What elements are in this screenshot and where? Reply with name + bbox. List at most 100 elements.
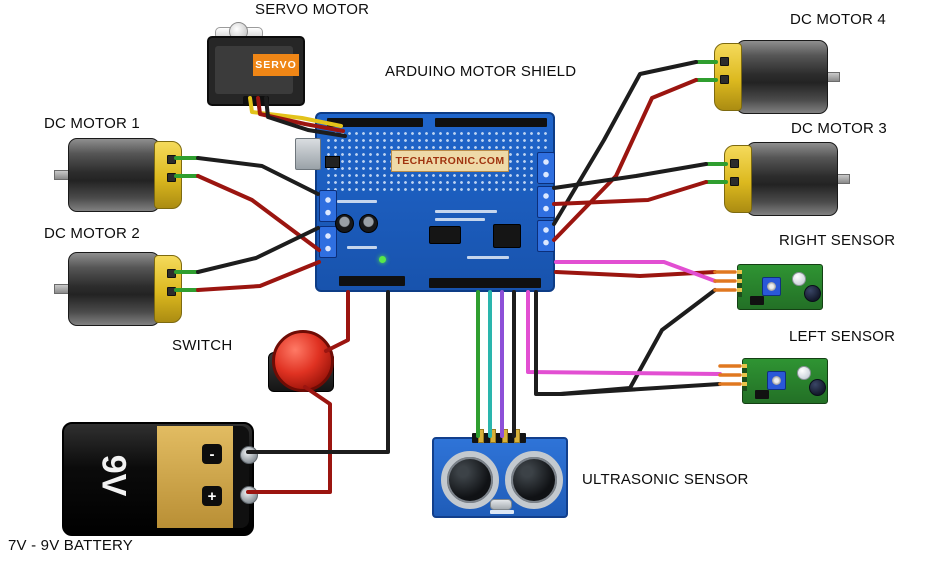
sensor-pins	[737, 270, 742, 297]
servo-motor: SERVO	[205, 20, 305, 106]
dc-motor-4	[714, 40, 840, 114]
wire-right-sensor-signal	[554, 260, 717, 283]
terminal-block-m2	[319, 226, 337, 258]
brand-sticker-text: TECHATRONIC.COM	[395, 155, 505, 167]
usb-connector	[295, 138, 321, 170]
comparator-chip	[755, 390, 769, 399]
silkscreen-text	[337, 200, 377, 203]
wire-m1-red	[196, 174, 321, 252]
silkscreen-text	[467, 256, 509, 259]
ultrasonic-pin	[490, 429, 496, 443]
wire-m3-black	[552, 162, 708, 190]
battery-9v: 9V - +	[62, 422, 258, 536]
motor-terminal	[167, 269, 176, 278]
wire-switch-to-battery	[246, 385, 332, 494]
motor-terminal	[720, 75, 729, 84]
battery-minus-mark: -	[202, 444, 222, 464]
wire-left-sensor-ground	[534, 290, 722, 396]
capacitor	[359, 214, 378, 233]
emitter-led	[797, 366, 811, 380]
wire-m4-red	[552, 78, 698, 242]
ultrasonic-sensor-board	[432, 429, 568, 518]
motor-terminal	[730, 159, 739, 168]
wire-m3-red	[552, 180, 708, 206]
battery-voltage-text: 9V	[94, 454, 133, 497]
dc-motor-1	[54, 138, 182, 212]
terminal-block-aux	[537, 220, 555, 252]
ultrasonic-transducer-right	[505, 451, 563, 509]
battery-positive-terminal	[240, 486, 258, 504]
arduino-motor-shield-board: TECHATRONIC.COM	[295, 112, 555, 292]
wire-shield-to-switch	[324, 290, 350, 353]
motor-terminal	[730, 177, 739, 186]
potentiometer	[767, 371, 786, 390]
label-battery: 7V - 9V BATTERY	[8, 537, 133, 554]
terminal-block-m4	[537, 186, 555, 218]
label-left-sensor: LEFT SENSOR	[789, 328, 896, 345]
label-arduino-shield: ARDUINO MOTOR SHIELD	[385, 63, 577, 80]
power-terminal	[339, 276, 405, 286]
wire-right-sensor-red	[554, 270, 717, 278]
motor-body	[736, 40, 828, 114]
ultrasonic-pin	[502, 429, 508, 443]
ultrasonic-pin-header	[472, 433, 526, 443]
right-ir-sensor-board	[737, 264, 823, 310]
reset-button	[325, 156, 340, 168]
capacitor	[335, 214, 354, 233]
ir-receiver-led	[809, 379, 826, 396]
wire-m2-red	[196, 260, 321, 292]
motor-terminal	[167, 173, 176, 182]
silkscreen-text	[347, 246, 377, 249]
motor-terminal	[167, 287, 176, 296]
dc-motor-2	[54, 252, 182, 326]
battery-gold-band	[157, 426, 233, 528]
ultrasonic-pin	[514, 429, 520, 443]
brand-sticker: TECHATRONIC.COM	[391, 150, 509, 172]
motor-body	[746, 142, 838, 216]
silkscreen-text	[435, 218, 485, 221]
label-dc-motor-2: DC MOTOR 2	[44, 225, 140, 242]
ultrasonic-crystal	[490, 499, 512, 510]
label-dc-motor-1: DC MOTOR 1	[44, 115, 140, 132]
comparator-chip	[750, 296, 764, 305]
emitter-led	[792, 272, 806, 286]
pin-header-bottom	[429, 278, 541, 288]
battery-end-cap	[233, 426, 249, 528]
servo-brand-band: SERVO	[253, 54, 299, 76]
wire-left-sensor-signal	[526, 290, 722, 376]
motor-terminal	[720, 57, 729, 66]
dc-motor-3	[724, 142, 850, 216]
sensor-pins	[742, 364, 747, 391]
label-servo-motor: SERVO MOTOR	[255, 1, 370, 18]
wire-right-sensor-ground	[558, 288, 717, 396]
battery-negative-terminal	[240, 446, 258, 464]
driver-ic	[429, 226, 461, 244]
left-ir-sensor-board	[742, 358, 828, 404]
motor-body	[68, 252, 160, 326]
switch-button-cap	[272, 330, 334, 392]
power-led	[379, 256, 386, 263]
potentiometer	[762, 277, 781, 296]
servo-wire-connector	[243, 96, 269, 105]
wire-m4-black	[552, 60, 698, 226]
label-dc-motor-4: DC MOTOR 4	[790, 11, 886, 28]
battery-plus-mark: +	[202, 486, 222, 506]
label-switch: SWITCH	[172, 337, 233, 354]
terminal-block-m3	[537, 152, 555, 184]
terminal-block-m1	[319, 190, 337, 222]
ir-receiver-led	[804, 285, 821, 302]
motor-terminal	[167, 155, 176, 164]
silkscreen-text	[435, 210, 497, 213]
silkscreen-text	[490, 510, 514, 514]
motor-body	[68, 138, 160, 212]
label-right-sensor: RIGHT SENSOR	[779, 232, 896, 249]
ultrasonic-pin	[478, 429, 484, 443]
label-dc-motor-3: DC MOTOR 3	[791, 120, 887, 137]
wire-m2-black	[196, 226, 320, 274]
servo-brand-text: SERVO	[255, 59, 297, 71]
ultrasonic-transducer-left	[441, 451, 499, 509]
pin-header-top-left	[327, 118, 423, 127]
label-ultrasonic: ULTRASONIC SENSOR	[582, 471, 749, 488]
driver-ic	[493, 224, 521, 248]
